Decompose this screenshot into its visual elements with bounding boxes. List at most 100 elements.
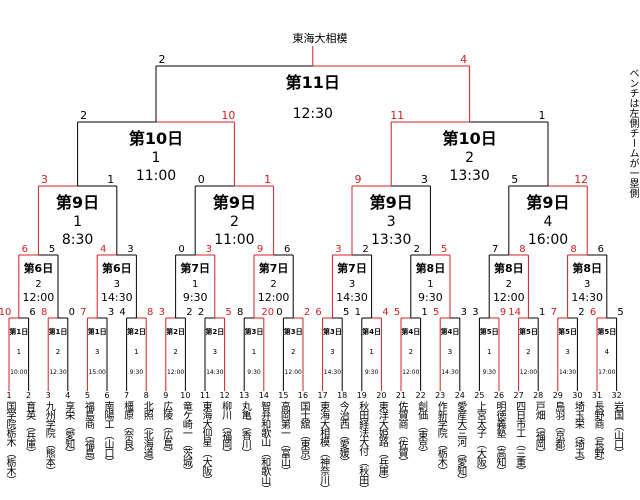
r4-game-2-day: 第10日 [442, 129, 496, 148]
team-number: 6 [104, 391, 110, 400]
team-number: 14 [258, 391, 269, 400]
r1-game-5-score-right: 2 [186, 307, 192, 318]
r1-game-7-day: 第3日 [245, 327, 264, 336]
r1-game-9-score-left: 6 [315, 307, 321, 318]
team-name: 秋田経法大付 [356, 401, 368, 455]
team-number: 11 [199, 391, 211, 400]
r1-game-13-day: 第5日 [480, 327, 499, 336]
team-number: 12 [219, 391, 230, 400]
r3-game-2-score-left: 0 [198, 173, 205, 186]
team-name: 戸畑 [533, 401, 545, 419]
r1-game-14-time: 12:00 [520, 369, 537, 376]
team-number: 9 [163, 391, 169, 400]
bench-note: ベンチは左側チームが一塁側 [627, 68, 638, 198]
team-prefecture: （栃木） [435, 439, 447, 475]
r2-game-7-score-right: 8 [519, 244, 525, 255]
team-prefecture: （山口） [102, 430, 113, 466]
r3-game-2-time: 11:00 [214, 232, 254, 248]
r1-game-15-number: 3 [565, 348, 569, 356]
r2-game-2-score-right: 3 [127, 244, 133, 255]
r4-game-2-score-left: 11 [390, 109, 404, 122]
r1-game-1-day: 第1日 [9, 327, 28, 336]
r3-game-2-day: 第9日 [213, 193, 256, 212]
r1-game-7-number: 1 [252, 348, 256, 356]
team-number: 16 [297, 391, 309, 400]
team-name: 今治西 [337, 401, 349, 428]
team-name: 東海大仰星 [200, 401, 211, 446]
r2-game-4-score-left: 9 [257, 244, 263, 255]
team-prefecture: （大阪） [474, 439, 486, 475]
team-prefecture: （福岡） [533, 421, 545, 457]
team-number: 32 [611, 391, 622, 400]
r1-game-9-day: 第3日 [323, 327, 342, 336]
r2-game-5-day: 第7日 [337, 261, 367, 275]
team-name: 智弁和歌山 [258, 401, 270, 446]
r1-game-2-score-right: 0 [69, 307, 75, 318]
r2-game-5-score-left: 3 [335, 244, 341, 255]
r3-game-2-score-right: 1 [264, 173, 271, 186]
team-number: 7 [124, 391, 130, 400]
team-prefecture: （東京） [415, 421, 427, 457]
team-prefecture: （愛媛） [337, 430, 349, 466]
r3-game-1-number: 1 [73, 214, 82, 230]
r2-game-3-day: 第7日 [180, 261, 210, 275]
r1-game-16-score-right: 5 [617, 307, 623, 318]
r1-game-3-score-left: 7 [80, 307, 86, 318]
r2-game-6-score-right: 5 [441, 244, 447, 255]
r4-game-2-score-right: 1 [539, 109, 546, 122]
r1-game-2-number: 2 [56, 348, 60, 356]
r1-game-4-day: 第2日 [127, 327, 146, 336]
team-number: 19 [356, 391, 367, 400]
team-name: 広陵 [160, 401, 172, 419]
r4-game-1-score-left: 2 [80, 109, 87, 122]
r1-game-11-day: 第4日 [401, 327, 420, 336]
team-prefecture: （神奈川） [317, 448, 329, 493]
team-name: 岩国 [611, 401, 623, 419]
team-number: 28 [533, 391, 544, 400]
r2-game-7-time: 12:00 [493, 291, 525, 304]
team-name: 四日市工 [513, 401, 525, 437]
team-name: 国学院栃木 [4, 401, 15, 446]
r1-game-3-number: 3 [95, 348, 99, 356]
r2-game-1-number: 2 [35, 279, 41, 290]
r1-game-11-score-left: 5 [394, 307, 400, 318]
r3-game-4-day: 第9日 [526, 193, 569, 212]
team-name: 南陽工 [102, 401, 113, 428]
r1-game-6-score-left: 2 [198, 307, 204, 318]
r3-game-1-day: 第9日 [56, 193, 99, 212]
r3-game-2-number: 2 [230, 214, 239, 230]
r1-game-3-day: 第1日 [88, 327, 107, 336]
team-number: 31 [591, 391, 603, 400]
r1-game-14-number: 2 [526, 348, 530, 356]
r1-game-10-number: 1 [369, 348, 373, 356]
r3-game-4-score-right: 12 [574, 173, 588, 186]
team-prefecture: （北海道） [141, 421, 153, 466]
r1-game-1-time: 10:00 [10, 369, 27, 376]
r3-game-4-time: 16:00 [528, 232, 568, 248]
r2-game-3-time: 9:30 [183, 291, 208, 304]
r2-game-7-day: 第8日 [494, 261, 524, 275]
r2-game-3-score-right: 3 [206, 244, 212, 255]
team-prefecture: （佐賀） [396, 430, 407, 466]
team-number: 21 [395, 391, 407, 400]
team-name: 鳥羽 [552, 401, 564, 419]
r2-game-3-score-left: 0 [178, 244, 184, 255]
team-name: 橿原 [121, 401, 133, 419]
r2-game-2-time: 14:30 [101, 291, 133, 304]
team-prefecture: （愛知） [62, 421, 74, 457]
r5-game-1-score-left: 2 [159, 53, 166, 66]
team-name: 北照 [141, 401, 153, 419]
team-number: 29 [552, 391, 563, 400]
